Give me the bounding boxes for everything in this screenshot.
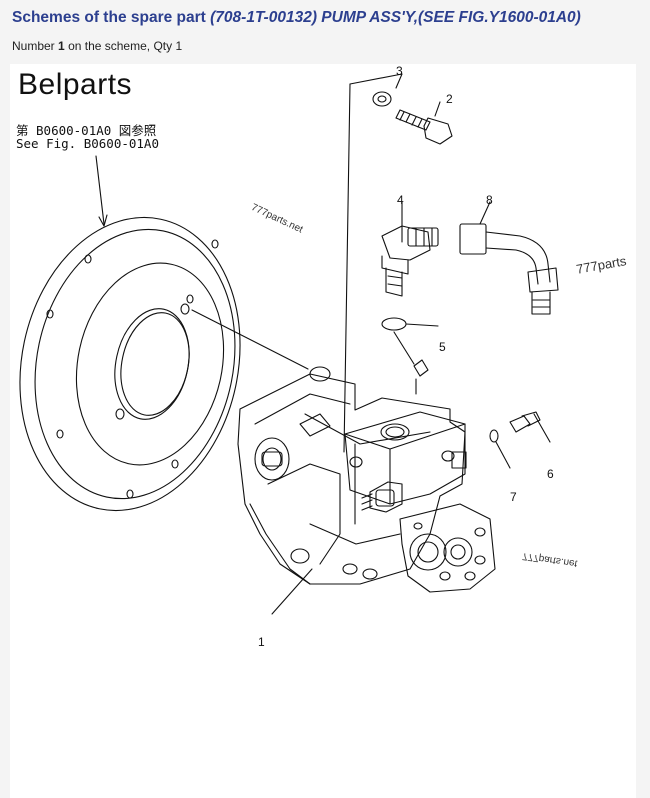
page-title: Schemes of the spare part (708-1T-00132)…: [12, 9, 581, 27]
quantity-line: Number 1 on the scheme, Qty 1: [12, 39, 182, 53]
bolt-part-2: [395, 109, 453, 145]
plug-part-6: [509, 411, 551, 443]
ref-leader-arrow: [98, 214, 108, 227]
tube-fitting-part-8: [459, 201, 559, 315]
elbow-fitting-part-4: [381, 201, 439, 297]
o-ring-part-7: [489, 429, 511, 469]
figure-reference-english: See Fig. B0600-01A0: [16, 136, 159, 151]
brand-watermark: Belparts: [18, 68, 133, 101]
callout-6: 6: [547, 467, 554, 481]
o-ring-part-5: [381, 317, 439, 365]
ref-leader-line: [95, 155, 105, 225]
number-suffix: on the scheme, Qty 1: [68, 39, 183, 53]
body-leader-line: [271, 568, 313, 615]
title-part: (708-1T-00132) PUMP ASS'Y,(SEE FIG.Y1600…: [210, 9, 581, 26]
flange-leader-line: [191, 309, 309, 370]
bolt-leader-line: [343, 83, 351, 453]
callout-4: 4: [397, 193, 404, 207]
callout-2: 2: [446, 92, 453, 106]
callout-3: 3: [396, 64, 403, 78]
regulator-screw: [361, 481, 403, 513]
number-prefix: Number: [12, 39, 55, 53]
parts-scheme-image: Belparts 第 B0600-01A0 図参照 See Fig. B0600…: [10, 64, 636, 798]
gear-pump: [399, 503, 496, 593]
washer-part-3: [372, 91, 392, 107]
callout-7: 7: [510, 490, 517, 504]
number-value: 1: [58, 39, 65, 53]
flange-plate: [19, 216, 241, 512]
pump-body: [237, 366, 466, 585]
callout-5: 5: [439, 340, 446, 354]
figure-reference-japanese: 第 B0600-01A0 図参照: [16, 123, 157, 138]
title-prefix: Schemes of the spare part: [12, 9, 206, 26]
valve-block: [344, 359, 467, 505]
callout-1: 1: [258, 635, 265, 649]
callout-8: 8: [486, 193, 493, 207]
pump-assembly-drawing: [19, 73, 559, 615]
